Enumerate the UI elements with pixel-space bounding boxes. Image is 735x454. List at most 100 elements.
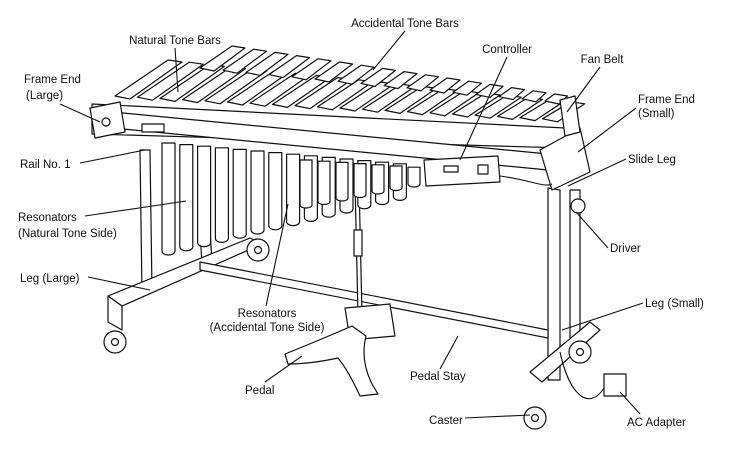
resonator-tube-accidental <box>317 160 331 206</box>
accidental-tone-bar <box>544 93 569 105</box>
label-frame-end-small-line2: (Small) <box>638 108 675 120</box>
fan-belt <box>559 95 581 137</box>
ac-adapter-box <box>603 373 627 397</box>
label-natural-tone-bars: Natural Tone Bars <box>129 35 221 47</box>
leg-small-base <box>529 321 601 383</box>
label-resonators-natural-line1: Resonators <box>18 212 77 224</box>
leader-frame-end-large <box>59 103 101 123</box>
leg-small-post <box>547 187 561 381</box>
frame-end-large-bolt <box>101 117 111 127</box>
accidental-tone-bar <box>314 61 354 83</box>
label-rail-no-1: Rail No. 1 <box>20 159 71 171</box>
label-frame-end-large-line2: (Large) <box>26 90 64 102</box>
leader-frame-end-small <box>577 107 637 153</box>
accidental-tone-bar <box>521 90 547 103</box>
resonator-tube-accidental <box>371 164 385 195</box>
label-frame-end-small-line1: Frame End <box>638 94 695 106</box>
resonator-tube <box>197 145 212 248</box>
caster-rear-right-hub <box>575 347 585 357</box>
label-resonators-natural-line2: (Natural Tone Side) <box>18 228 117 240</box>
resonator-tube <box>214 147 229 243</box>
leader-driver <box>575 211 609 249</box>
leader-resonators-accidental <box>265 203 289 307</box>
driver-motor <box>570 198 586 214</box>
leader-rail-no-1 <box>79 149 146 164</box>
pedal-rod-clamp <box>353 229 363 257</box>
accidental-tone-bar <box>498 87 526 101</box>
leader-fan-belt <box>566 66 601 113</box>
leader-slide-leg <box>567 158 627 187</box>
leader-caster <box>464 414 531 419</box>
resonator-tube <box>232 148 247 239</box>
label-controller: Controller <box>482 44 532 56</box>
label-leg-large: Leg (Large) <box>20 273 80 285</box>
natural-tone-bar <box>474 94 522 119</box>
accidental-tone-bar <box>268 55 311 79</box>
nameplate <box>141 123 165 133</box>
leader-leg-small <box>561 302 644 331</box>
leader-leg-large <box>87 276 151 291</box>
label-accidental-tone-bars: Accidental Tone Bars <box>351 18 459 30</box>
resonator-tube <box>286 153 301 227</box>
label-caster: Caster <box>429 415 463 427</box>
accidental-tone-bar <box>475 83 504 98</box>
resonator-tube-accidental <box>407 166 421 188</box>
leg-large-foot <box>107 295 123 331</box>
natural-tone-bar <box>136 61 204 101</box>
caster-front-left-hub <box>110 337 120 347</box>
accidental-tone-bar <box>429 77 461 94</box>
label-pedal: Pedal <box>245 385 275 397</box>
resonator-tube <box>268 152 283 231</box>
accidental-tone-bar <box>199 45 246 72</box>
leader-pedal <box>264 355 303 383</box>
leader-accidental-tone-bars <box>372 30 406 71</box>
components <box>423 95 627 400</box>
natural-tone-bar <box>496 96 543 120</box>
controller-box <box>423 155 501 187</box>
label-slide-leg: Slide Leg <box>628 154 676 166</box>
pedal-stay-bar <box>199 261 549 339</box>
accidental-tone-bar <box>245 51 289 76</box>
resonator-tube-accidental <box>335 161 349 202</box>
resonator-tube <box>161 142 176 256</box>
caster-front-right-hub <box>530 413 540 423</box>
caster-rear-left-hub <box>253 245 263 255</box>
accidental-tone-bar <box>291 58 332 81</box>
leader-controller <box>459 56 508 161</box>
resonator-tube <box>250 150 265 235</box>
label-pedal-stay: Pedal Stay <box>410 371 466 383</box>
controller-switch <box>477 164 489 175</box>
label-frame-end-large-line1: Frame End <box>24 74 81 86</box>
accidental-tone-bar <box>360 67 397 87</box>
label-resonators-accidental-line1: Resonators <box>237 308 297 320</box>
label-ac-adapter: AC Adapter <box>627 417 686 429</box>
leg-large-post <box>139 149 153 295</box>
accidental-tone-bar <box>337 64 375 85</box>
leader-lines <box>59 30 644 419</box>
adapter-cable <box>559 351 605 400</box>
label-leg-small: Leg (Small) <box>645 298 704 310</box>
resonator-tube-accidental <box>389 165 403 192</box>
natural-tone-bar <box>181 66 247 104</box>
pedal-plate <box>284 325 379 397</box>
label-resonators-accidental-line2: (Accidental Tone Side) <box>209 322 325 334</box>
controller-knob <box>443 165 459 173</box>
natural-tone-bar <box>159 63 225 102</box>
label-fan-belt: Fan Belt <box>580 54 624 66</box>
resonator-tube-accidental <box>353 163 367 199</box>
frame <box>89 101 591 191</box>
accidental-tone-bar <box>406 74 440 92</box>
label-driver: Driver <box>610 243 641 255</box>
accidental-tone-bar <box>383 71 418 90</box>
leader-natural-tone-bars <box>174 47 179 93</box>
resonator-tube-accidental <box>299 159 313 209</box>
accidental-tone-bar <box>222 48 268 74</box>
legs-and-stays <box>103 149 601 430</box>
natural-tone-bar <box>114 59 183 100</box>
resonator-tube <box>179 144 194 252</box>
leader-pedal-stay <box>439 335 459 370</box>
accidental-tone-bar <box>452 80 483 96</box>
leader-ac-adapter <box>619 391 641 415</box>
resonators <box>161 142 439 256</box>
